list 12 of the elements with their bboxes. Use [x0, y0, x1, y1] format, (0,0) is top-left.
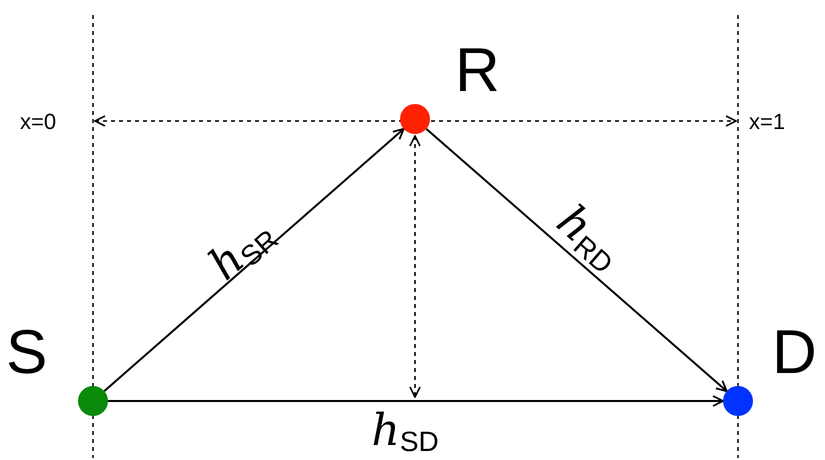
node-letter: R — [455, 40, 500, 102]
edge-label: h$_{SD}$ — [372, 408, 439, 456]
node-dot — [400, 104, 430, 134]
arrow — [108, 395, 724, 407]
node-dot — [78, 386, 108, 416]
arrow — [104, 128, 405, 392]
axis-label: x=0 — [20, 111, 56, 133]
node-letter: D — [772, 322, 817, 384]
node-letter: S — [6, 322, 48, 384]
arrow — [426, 128, 728, 392]
axis-label: x=1 — [749, 111, 786, 133]
node-dot — [723, 386, 753, 416]
